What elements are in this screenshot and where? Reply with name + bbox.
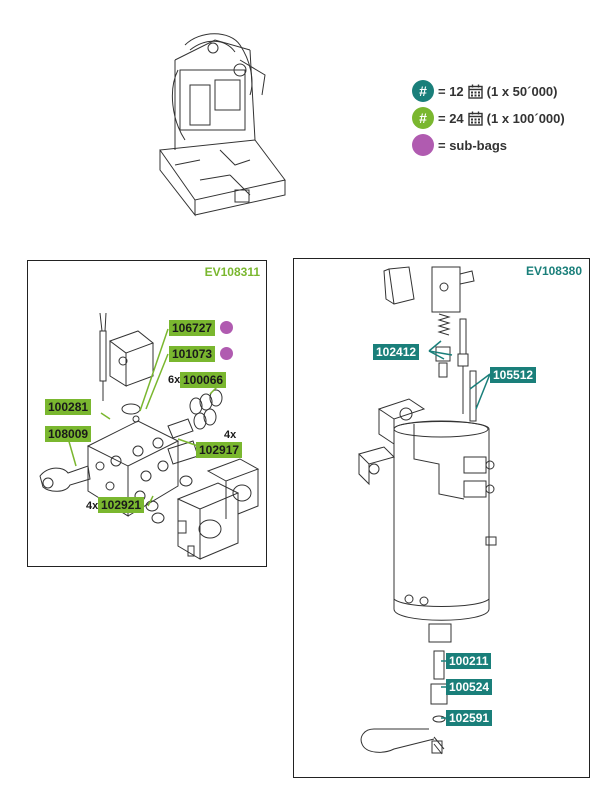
legend-row-green: # = 24 (1 x 100´000) xyxy=(412,106,565,130)
legend-row-subbags: = sub-bags xyxy=(412,133,507,157)
valve-block-panel: EV108311 xyxy=(27,260,267,567)
boiler-drawing xyxy=(358,266,497,755)
subbag-dot xyxy=(220,347,233,360)
qty-102921: 4x xyxy=(86,500,99,512)
legend-green-interval: (1 x 100´000) xyxy=(486,110,565,126)
panel-id: EV108311 xyxy=(204,265,260,279)
part-tag-102412: 102412 xyxy=(373,344,420,360)
part-tag-100066: 100066 xyxy=(180,372,227,388)
legend-teal-interval: (1 x 50´000) xyxy=(486,83,558,99)
part-tag-102591: 102591 xyxy=(446,710,493,726)
part-tag-108009: 108009 xyxy=(45,426,92,442)
calendar-icon xyxy=(467,111,483,126)
part-tag-105512: 105512 xyxy=(490,367,537,383)
valve-block-drawing xyxy=(39,312,260,560)
part-tag-100211: 100211 xyxy=(446,653,492,669)
legend-teal-count: = 12 xyxy=(438,83,464,99)
qty-100066: 6x xyxy=(168,374,181,386)
panel-id: EV108380 xyxy=(525,264,582,278)
qty-102917: 4x xyxy=(224,429,237,441)
subbag-dot xyxy=(220,321,233,334)
part-tag-100524: 100524 xyxy=(446,679,493,695)
purple-dot-badge xyxy=(412,134,434,156)
part-tag-101073: 101073 xyxy=(169,346,216,362)
part-tag-102917: 102917 xyxy=(196,442,243,458)
part-tag-106727: 106727 xyxy=(169,320,216,336)
legend-green-count: = 24 xyxy=(438,110,464,126)
legend-subbags-text: = sub-bags xyxy=(438,137,507,153)
legend-row-teal: # = 12 (1 x 50´000) xyxy=(412,79,558,103)
green-hash-badge: # xyxy=(412,107,434,129)
part-tag-102921: 102921 xyxy=(98,497,145,513)
machine-illustration xyxy=(159,33,286,217)
boiler-panel: EV108380 xyxy=(293,258,590,778)
calendar-icon xyxy=(467,84,483,99)
part-tag-100281: 100281 xyxy=(45,399,92,415)
teal-hash-badge: # xyxy=(412,80,434,102)
